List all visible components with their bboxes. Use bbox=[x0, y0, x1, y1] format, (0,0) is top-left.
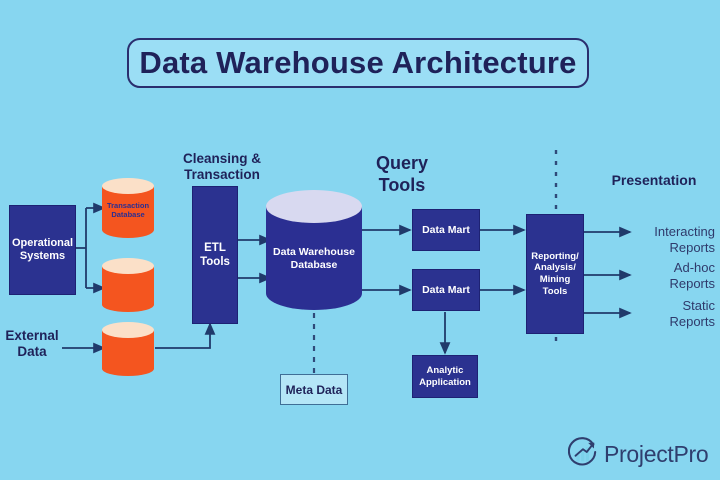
projectpro-wordmark: ProjectPro bbox=[604, 441, 709, 467]
data-mart-2-box[interactable]: Data Mart bbox=[412, 269, 480, 311]
meta-data-label: Meta Data bbox=[285, 382, 343, 397]
data-mart-1-label: Data Mart bbox=[422, 223, 470, 236]
caption-presentation: Presentation bbox=[594, 172, 714, 189]
page-title-box: Data Warehouse Architecture bbox=[127, 38, 589, 88]
cylinder-top bbox=[102, 322, 154, 338]
cylinder-top bbox=[266, 190, 362, 223]
data-mart-1-box[interactable]: Data Mart bbox=[412, 209, 480, 251]
arrow-db3-to-etl bbox=[155, 322, 216, 349]
source-database-2-cylinder[interactable] bbox=[102, 258, 154, 314]
caption-cleansing-transaction: Cleansing &Transaction bbox=[166, 151, 278, 183]
cylinder-body bbox=[102, 186, 154, 238]
caption-cleansing-text: Cleansing &Transaction bbox=[182, 151, 261, 183]
cylinder-top bbox=[102, 258, 154, 274]
cylinder-top bbox=[102, 178, 154, 194]
data-mart-2-label: Data Mart bbox=[422, 283, 470, 296]
projectpro-chart-icon bbox=[567, 437, 598, 472]
meta-data-box[interactable]: Meta Data bbox=[280, 374, 348, 405]
page-title: Data Warehouse Architecture bbox=[139, 45, 577, 80]
cylinder-body bbox=[266, 206, 362, 310]
source-database-3-cylinder[interactable] bbox=[102, 322, 154, 378]
caption-presentation-text: Presentation bbox=[611, 172, 697, 188]
projectpro-logo[interactable]: ProjectPro bbox=[567, 437, 709, 472]
